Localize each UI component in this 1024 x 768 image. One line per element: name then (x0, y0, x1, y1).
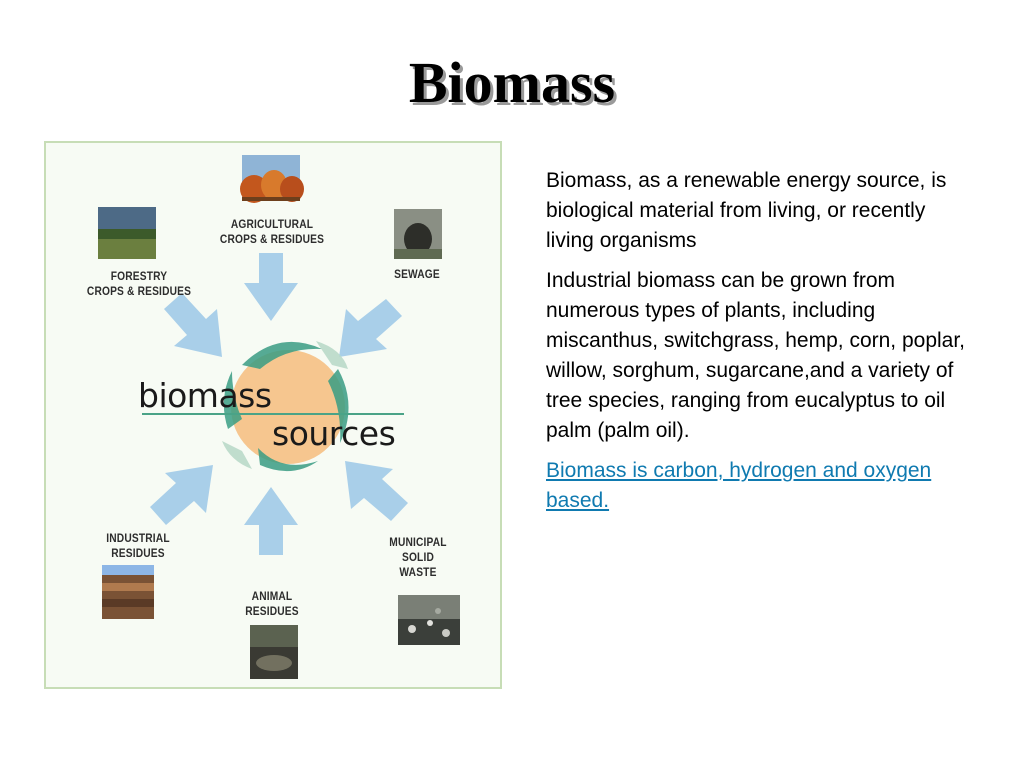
center-circle (231, 350, 345, 464)
slide-title: Biomass (408, 50, 616, 115)
label-industrial: INDUSTRIAL RESIDUES (106, 531, 170, 560)
leaf-right (328, 369, 349, 443)
label-forestry: FORESTRY CROPS & RESIDUES (86, 269, 192, 298)
photo-municipal (398, 595, 460, 645)
arrow-agricultural (244, 253, 298, 321)
center-word-sources: sources (272, 414, 396, 453)
leaf-top (242, 341, 322, 369)
arrow-municipal (345, 461, 408, 521)
label-agricultural: AGRICULTURAL CROPS & RESIDUES (219, 217, 325, 246)
center-word-biomass: biomass (138, 376, 272, 415)
photo-forestry (98, 207, 156, 259)
label-municipal: MUNICIPAL SOLID WASTE (389, 535, 447, 579)
photo-animal (250, 625, 298, 679)
diagram-graphics (98, 155, 460, 679)
photo-industrial (102, 565, 154, 619)
label-animal: ANIMAL RESIDUES (245, 589, 299, 618)
arrow-forestry (164, 293, 222, 357)
text-column: Biomass, as a renewable energy source, i… (546, 166, 976, 526)
paragraph-link-wrapper: Biomass is carbon, hydrogen and oxygen b… (546, 456, 976, 516)
biomass-sources-diagram: AGRICULTURAL CROPS & RESIDUES FORESTRY C… (44, 141, 502, 689)
arrow-animal (244, 487, 298, 555)
label-sewage: SEWAGE (394, 267, 440, 281)
photo-agricultural (240, 155, 304, 203)
photo-sewage (394, 209, 442, 259)
leaf-bottom (258, 448, 318, 472)
arrow-sewage (339, 299, 402, 357)
paragraph-definition: Biomass, as a renewable energy source, i… (546, 169, 947, 252)
arrow-industrial (150, 465, 213, 525)
paragraph-industrial: Industrial biomass can be grown from num… (546, 269, 966, 442)
biomass-underline (142, 413, 404, 415)
carbon-link[interactable]: Biomass is carbon, hydrogen and oxygen b… (546, 459, 932, 512)
